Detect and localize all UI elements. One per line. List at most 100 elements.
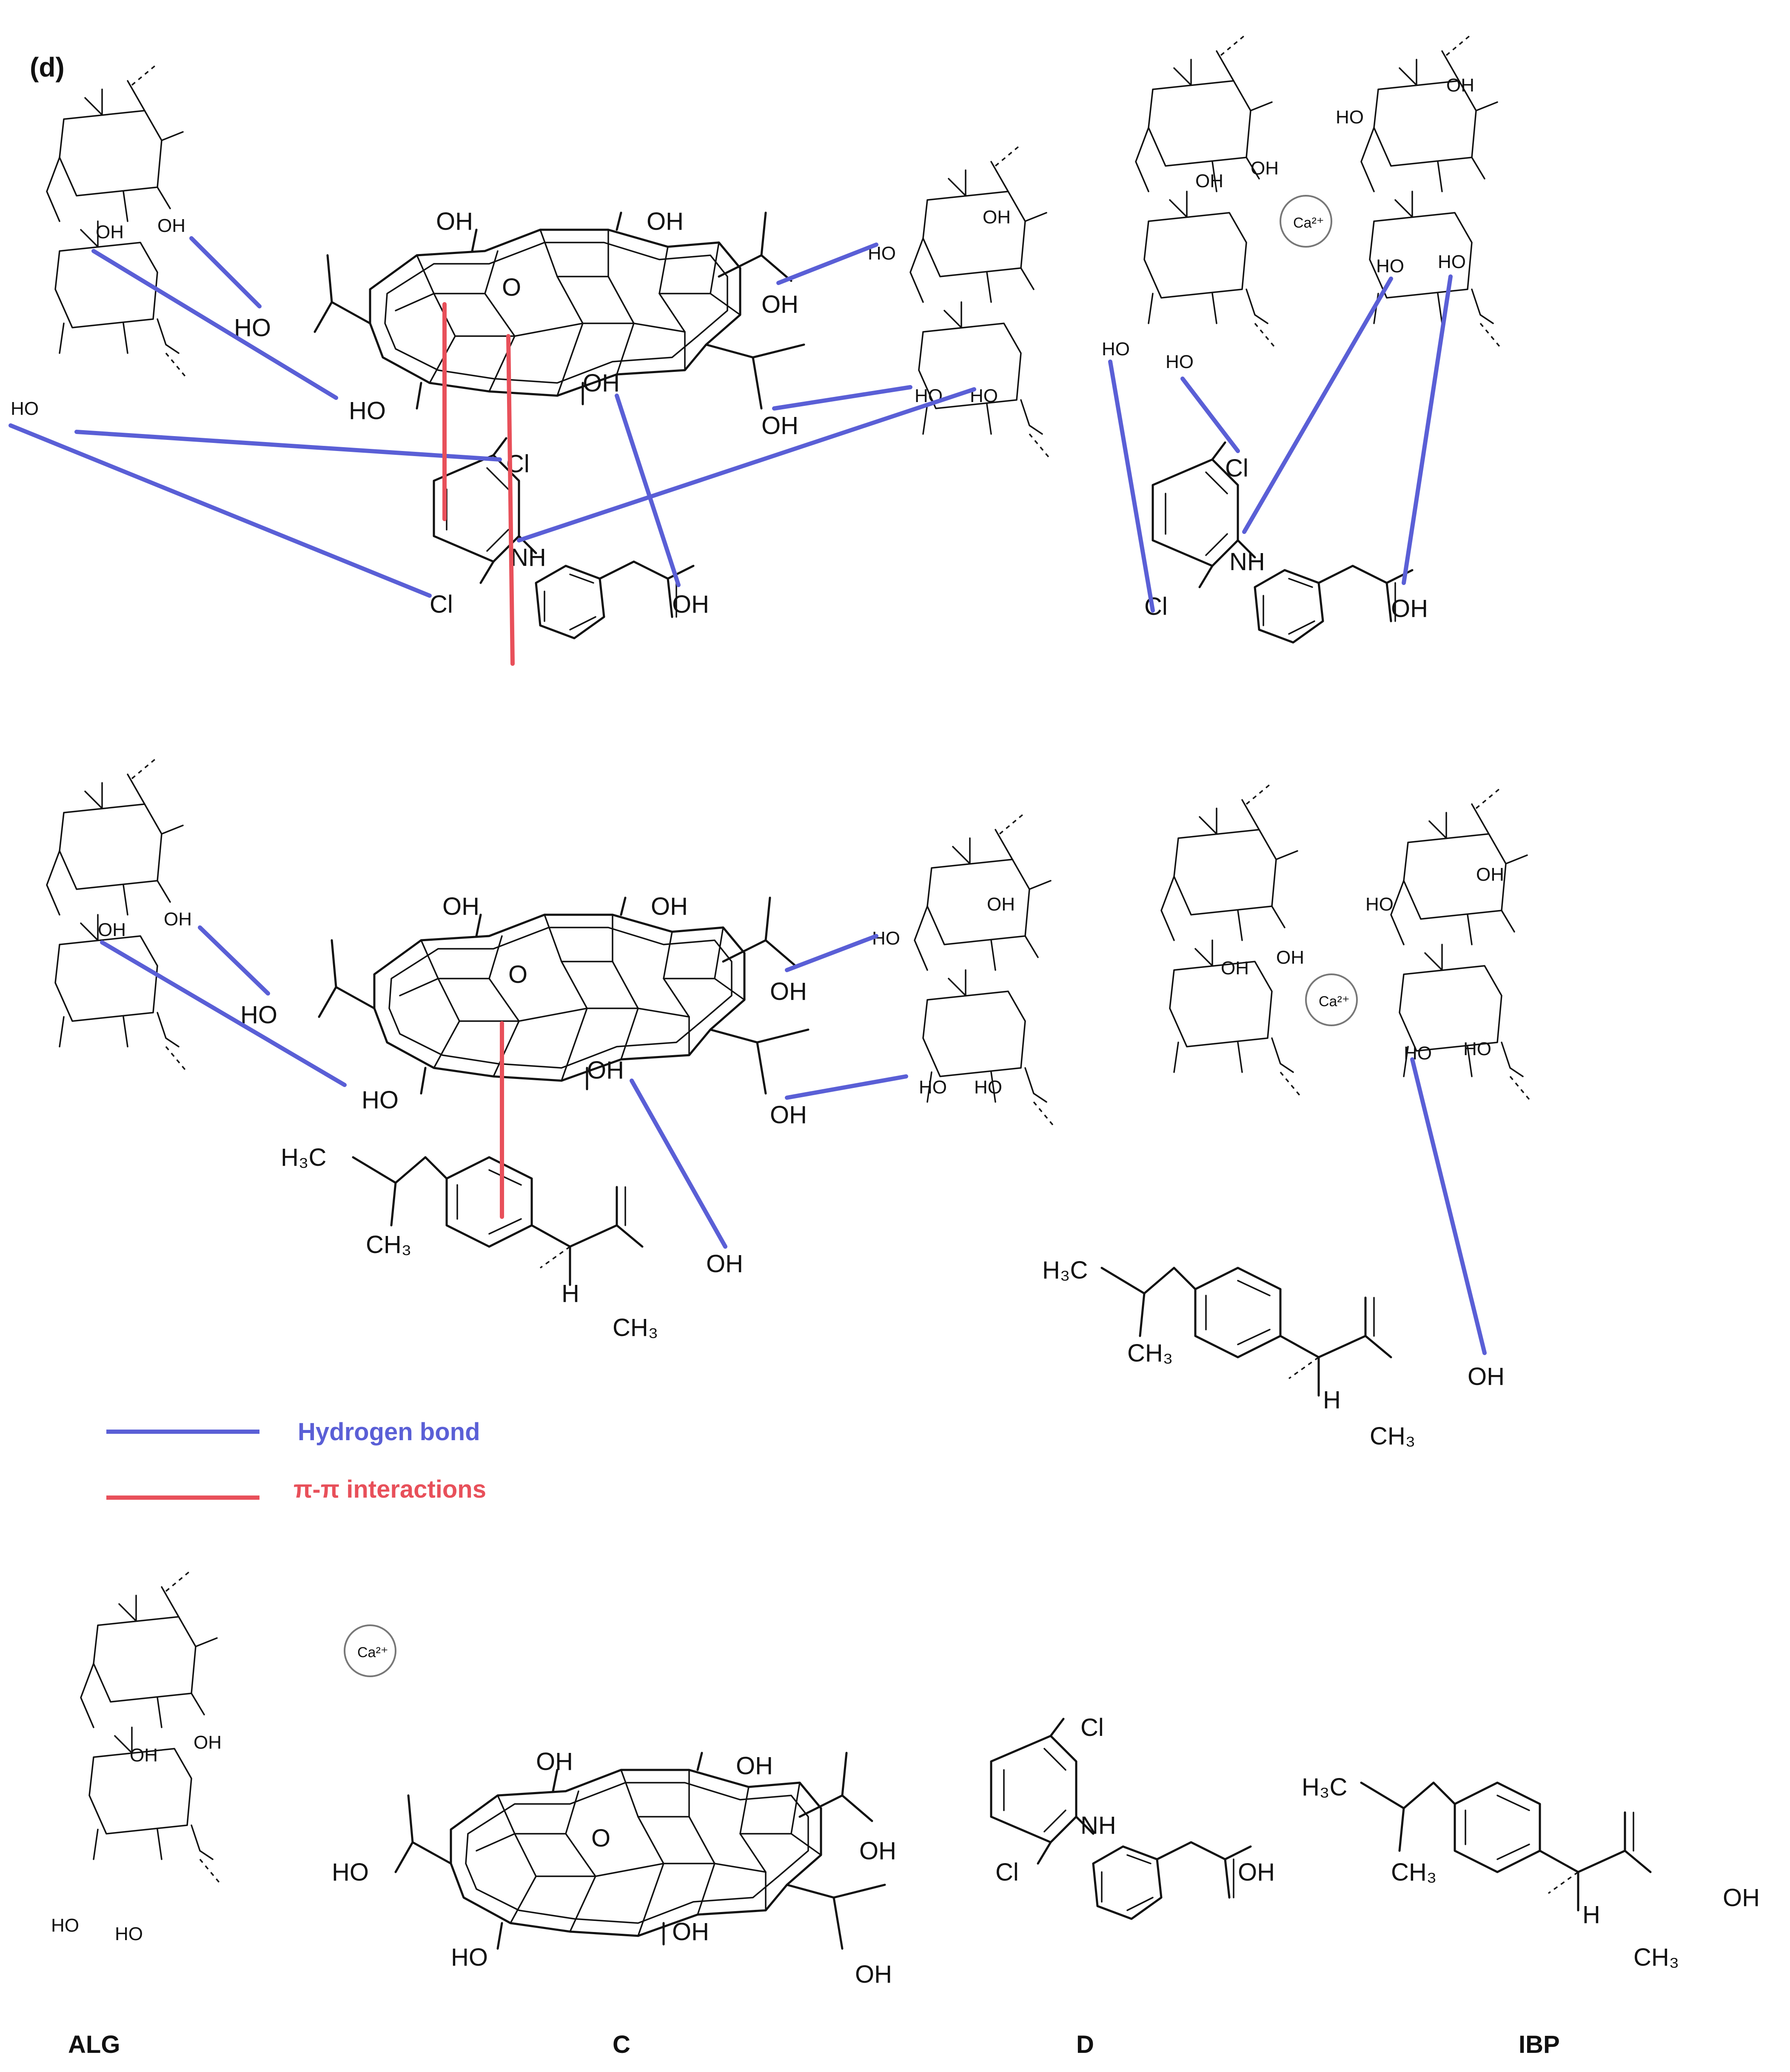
label-oh: OH <box>587 1056 624 1084</box>
alg-chain-top-right-b <box>1360 33 1502 350</box>
label-ho: HO <box>240 1001 277 1029</box>
label-oh: OH <box>1238 1858 1275 1886</box>
label-oh: OH <box>647 208 684 235</box>
label-ho: HO <box>1463 1039 1491 1059</box>
label-oh: OH <box>98 919 126 940</box>
caption-d: D <box>1076 2031 1094 2058</box>
carbon-sheet-top-left <box>315 213 804 408</box>
legend-pipi-label: π-π interactions <box>294 1476 486 1503</box>
hbond-line <box>198 925 270 996</box>
legend: Hydrogen bond π-π interactions <box>106 1418 486 1503</box>
label-ho: HO <box>349 397 386 425</box>
hbond-line <box>189 236 262 308</box>
label-ho: HO <box>11 398 39 419</box>
label-ho: HO <box>1336 107 1364 128</box>
hbond-line <box>91 249 338 400</box>
label-oh: OH <box>855 1961 892 1988</box>
label-cl: Cl <box>1225 454 1248 482</box>
label-oh: OH <box>1251 158 1279 179</box>
panel-label: (d) <box>30 52 65 83</box>
diclofenac-top-right <box>1153 442 1412 642</box>
label-oh: OH <box>761 412 798 440</box>
label-ho: HO <box>234 314 271 342</box>
hbond-line <box>630 1079 727 1249</box>
label-h3c: H₃C <box>1302 1773 1347 1801</box>
label-h3c: H₃C <box>281 1144 326 1171</box>
label-ch3: CH₃ <box>1391 1858 1437 1886</box>
carbon-sheet-middle-left <box>319 898 808 1093</box>
label-ho: HO <box>1404 1043 1432 1064</box>
label-o: O <box>508 961 527 988</box>
diclofenac-reference <box>991 1719 1251 1919</box>
label-h: H <box>1323 1386 1341 1414</box>
label-cl: Cl <box>1080 1714 1104 1741</box>
hbond-line <box>785 934 878 972</box>
label-ho: HO <box>51 1915 79 1936</box>
ibuprofen-middle-left <box>353 1157 642 1285</box>
label-o: O <box>502 274 521 301</box>
label-ho: HO <box>451 1944 488 1971</box>
hbond-line <box>74 430 502 462</box>
alg-chain-top-right-a <box>1135 33 1277 350</box>
hbond-line <box>1410 1057 1487 1355</box>
label-oh: OH <box>672 591 709 618</box>
label-oh: OH <box>1221 958 1249 979</box>
label-oh: OH <box>1391 595 1428 622</box>
hbond-line <box>1402 274 1453 585</box>
label-oh: OH <box>194 1732 222 1753</box>
label-ho: HO <box>1365 894 1394 915</box>
hbond-line <box>772 385 912 411</box>
alg-reference <box>80 1569 222 1886</box>
label-oh: OH <box>1276 947 1304 968</box>
label-cl: Cl <box>995 1858 1019 1886</box>
legend-hbond-label: Hydrogen bond <box>298 1418 480 1446</box>
label-oh: OH <box>96 222 124 243</box>
label-ch3: CH₃ <box>1370 1422 1415 1450</box>
carbon-sheet-reference <box>396 1753 885 1949</box>
hbond-line <box>776 243 878 285</box>
label-oh: OH <box>1195 171 1223 191</box>
hydrogen-bonds <box>9 236 1487 1355</box>
hbond-line <box>785 1074 908 1100</box>
diclofenac-top-left <box>434 438 693 638</box>
pi-pi-interactions <box>442 302 515 1219</box>
label-o: O <box>591 1824 610 1852</box>
label-oh: OH <box>130 1745 158 1766</box>
label-cl: Cl <box>430 591 453 618</box>
alg-chain-top-left-b <box>909 144 1052 460</box>
label-oh: OH <box>1468 1363 1505 1390</box>
pipi-line <box>506 334 515 666</box>
hbond-line <box>1180 377 1240 453</box>
label-oh: OH <box>770 978 807 1005</box>
label-oh: OH <box>736 1752 773 1780</box>
label-oh: OH <box>672 1918 709 1946</box>
hbond-line <box>100 940 347 1087</box>
label-oh: OH <box>1476 864 1504 885</box>
label-ch3: CH₃ <box>366 1231 411 1259</box>
label-oh: OH <box>770 1101 807 1129</box>
label-oh: OH <box>536 1748 573 1775</box>
caption-alg: ALG <box>68 2031 120 2058</box>
label-oh: OH <box>157 215 185 236</box>
label-calcium: Ca²⁺ <box>357 1644 388 1661</box>
hbond-line <box>615 394 681 587</box>
label-nh: NH <box>510 544 546 571</box>
alg-chain-middle-right-a <box>1160 782 1303 1099</box>
caption-ibp: IBP <box>1519 2031 1560 2058</box>
label-oh: OH <box>761 291 798 318</box>
label-oh: OH <box>164 909 192 930</box>
label-oh: OH <box>706 1250 743 1278</box>
caption-c: C <box>613 2031 630 2058</box>
label-h3c: H₃C <box>1042 1256 1088 1284</box>
label-ch3: CH₃ <box>1127 1339 1173 1367</box>
label-oh: OH <box>1723 1884 1760 1912</box>
label-ho: HO <box>1166 351 1194 372</box>
label-oh: OH <box>583 369 620 397</box>
hbond-line <box>9 423 432 598</box>
ibuprofen-reference <box>1361 1783 1650 1910</box>
label-oh: OH <box>987 894 1015 915</box>
hbond-line <box>517 387 976 542</box>
label-nh: NH <box>1080 1812 1116 1839</box>
